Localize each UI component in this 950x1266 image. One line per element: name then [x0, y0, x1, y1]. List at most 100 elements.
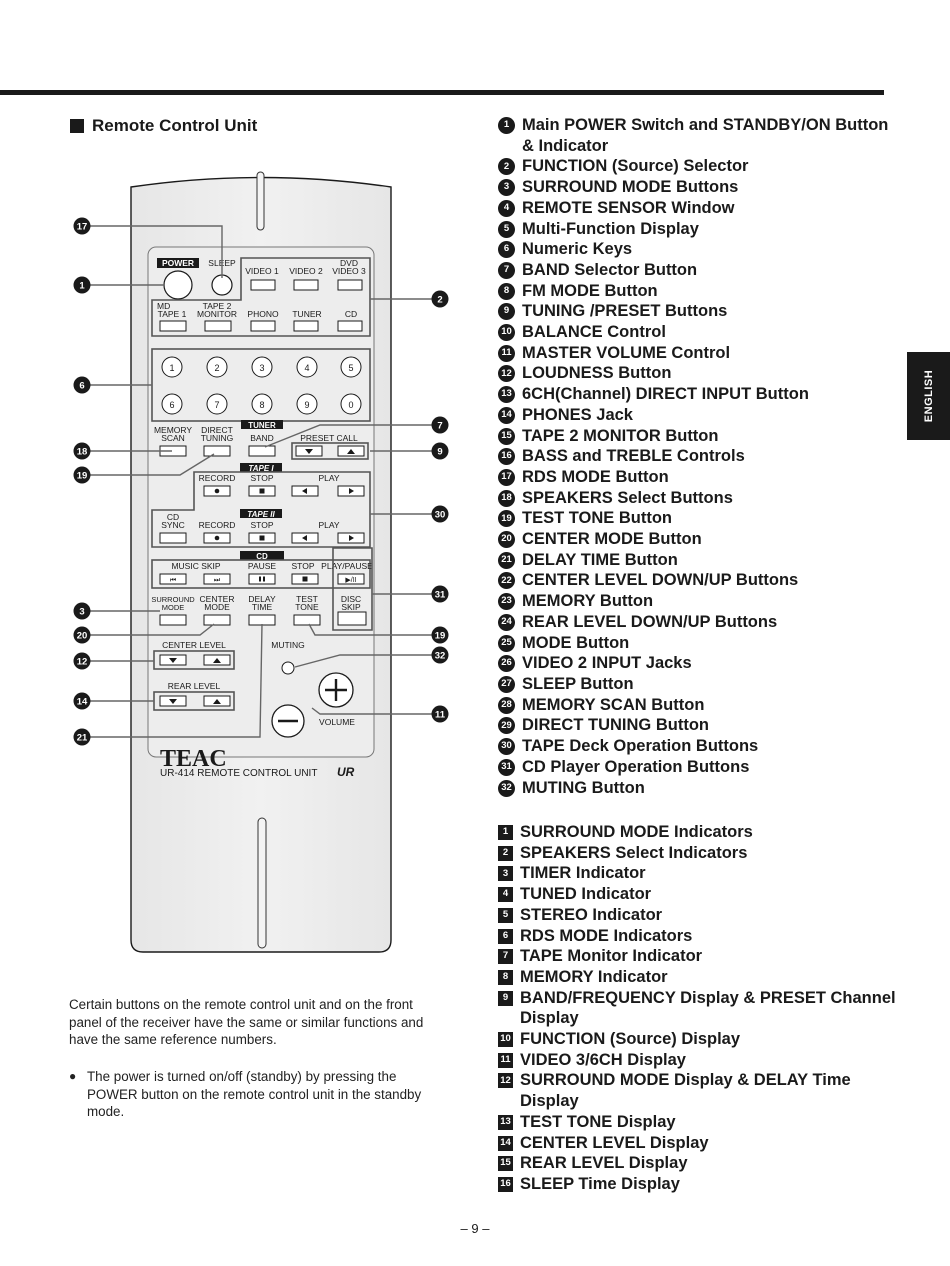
scan-label: SCAN [161, 433, 185, 443]
bullet-note: ● The power is turned on/off (standby) b… [69, 1068, 449, 1121]
bottom-groove [257, 817, 267, 949]
cd-stop-label: STOP [292, 561, 315, 571]
tape-deck-bracket [151, 471, 371, 548]
cd-play-pause-button[interactable] [337, 573, 365, 585]
key-4[interactable]: 4 [304, 363, 309, 373]
part-number-badge: 32 [498, 779, 515, 797]
key-0[interactable]: 0 [348, 400, 353, 410]
disc-label: DISC [341, 594, 361, 604]
part-label: BALANCE Control [522, 323, 666, 342]
dvd-label: DVD [340, 258, 358, 268]
tuner-tag-bg [241, 420, 283, 429]
part-label: SLEEP Button [522, 674, 634, 693]
skip-forward-button[interactable] [203, 573, 231, 585]
part-label: FUNCTION (Source) Selector [522, 157, 749, 176]
muting-button[interactable] [281, 661, 295, 675]
callout-21: 21 [77, 733, 88, 744]
video2-button[interactable] [293, 279, 319, 291]
part-label: CENTER MODE Button [522, 530, 702, 549]
preset-call-group [291, 442, 369, 460]
tape1-button[interactable] [159, 320, 187, 332]
skip-back-button[interactable] [159, 573, 187, 585]
indicator-number-badge: 16 [498, 1176, 513, 1192]
indicator-number-badge: 15 [498, 1156, 513, 1172]
tape1-tag: TAPE I [248, 464, 274, 473]
part-label: TUNING /PRESET Buttons [522, 302, 728, 321]
indicator-label: VIDEO 3/6CH Display [520, 1050, 686, 1069]
callout-badges: 17 1 2 6 7 18 9 19 30 3 31 20 19 12 32 1… [73, 217, 449, 746]
note-paragraph: Certain buttons on the remote control un… [69, 997, 424, 1047]
video3-button[interactable] [337, 279, 363, 291]
video3-label: VIDEO 3 [332, 266, 366, 276]
key-5[interactable]: 5 [348, 363, 353, 373]
tuner-source-button[interactable] [293, 320, 319, 332]
key-1[interactable]: 1 [169, 363, 174, 373]
band-button[interactable] [248, 445, 276, 457]
tuner-source-label: TUNER [292, 309, 321, 319]
volume-label: VOLUME [319, 717, 355, 727]
indicator-label: BAND/FREQUENCY Display & PRESET Channel … [520, 988, 896, 1028]
language-tab-label: ENGLISH [922, 369, 935, 423]
surround-mode-button[interactable] [159, 614, 187, 626]
indicator-label: RDS MODE Indicators [520, 926, 693, 945]
callout-32: 32 [435, 651, 446, 662]
key-2[interactable]: 2 [214, 363, 219, 373]
ur-logo: UR [337, 765, 355, 779]
part-number-badge: 30 [498, 738, 515, 756]
cd-source-button[interactable] [337, 320, 363, 332]
video2-label: VIDEO 2 [289, 266, 323, 276]
callout-7: 7 [437, 421, 442, 432]
key-3[interactable]: 3 [259, 363, 264, 373]
part-number-badge: 25 [498, 634, 515, 652]
part-label: TEST TONE Button [522, 509, 673, 528]
part-number-badge: 8 [498, 282, 515, 300]
video1-button[interactable] [250, 279, 276, 291]
part-number-badge: 18 [498, 489, 515, 507]
power-button[interactable] [163, 270, 193, 300]
part-number-badge: 6 [498, 241, 515, 259]
indicator-number-badge: 1 [498, 825, 513, 840]
key-7[interactable]: 7 [214, 400, 219, 410]
time-label: TIME [252, 602, 273, 612]
callout-20: 20 [77, 631, 88, 642]
cd-pause-button[interactable] [248, 573, 276, 585]
tape2-play-label: PLAY [318, 520, 339, 530]
key-6[interactable]: 6 [169, 400, 174, 410]
disc-skip-button[interactable] [337, 611, 367, 626]
direct-tuning-button[interactable] [203, 445, 231, 457]
part-label: PHONES Jack [522, 405, 633, 424]
tuning-label: TUNING [201, 433, 234, 443]
part-label: SURROUND MODE Buttons [522, 178, 739, 197]
key-9[interactable]: 9 [304, 400, 309, 410]
part-label: MODE Button [522, 633, 630, 652]
preset-call-label: PRESET CALL [300, 433, 358, 443]
test-tone-button[interactable] [293, 614, 321, 626]
part-number-badge: 27 [498, 675, 515, 693]
heading-square-icon [70, 119, 84, 133]
indicator-label: FUNCTION (Source) Display [520, 1030, 741, 1049]
center-mode-button[interactable] [203, 614, 231, 626]
part-number-badge: 5 [498, 220, 515, 238]
phono-button[interactable] [250, 320, 276, 332]
arrow-up-icon [347, 449, 355, 454]
cd-sync-button[interactable] [159, 532, 187, 544]
indicator-label: SLEEP Time Display [520, 1174, 680, 1193]
part-label: 6CH(Channel) DIRECT INPUT Button [522, 385, 809, 404]
delay-time-button[interactable] [248, 614, 276, 626]
surround-mode-label: MODE [162, 603, 185, 612]
indicator-label: TUNED Indicator [520, 885, 652, 904]
key-8[interactable]: 8 [259, 400, 264, 410]
part-number-badge: 9 [498, 303, 515, 321]
tape2-monitor-button[interactable] [204, 320, 232, 332]
